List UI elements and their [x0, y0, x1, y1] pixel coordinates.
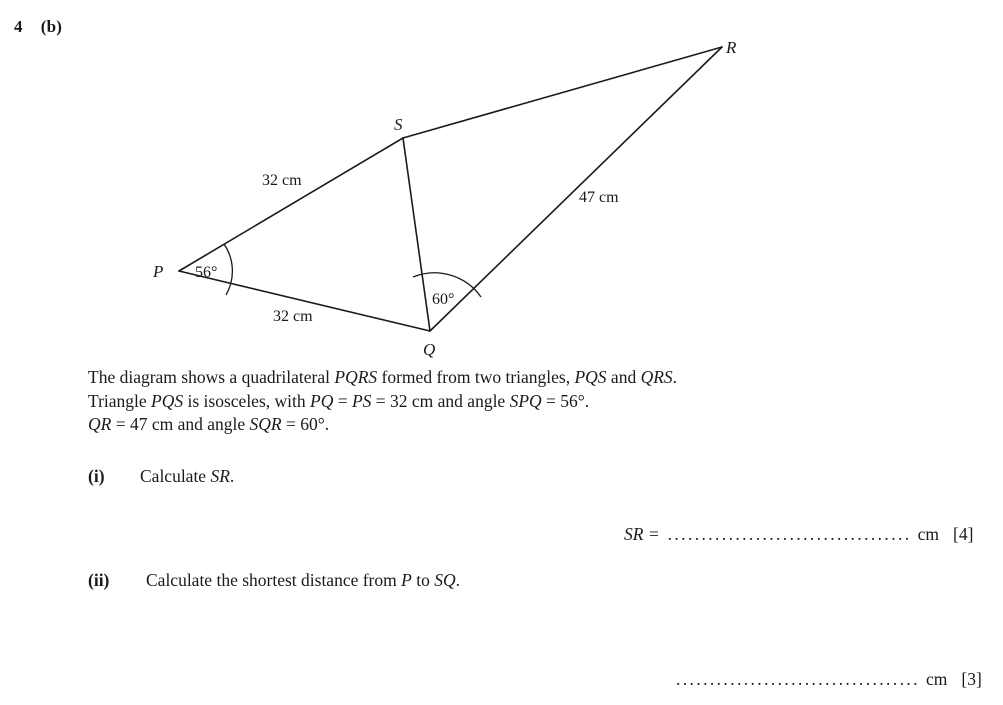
answer-line-i: SR =....................................… [624, 524, 973, 545]
desc-text: Triangle [88, 390, 152, 411]
answer-i-dotted-field[interactable]: ........................................… [667, 524, 911, 544]
vertex-label-P: P [152, 262, 163, 281]
math-var-pqs: PQS [574, 367, 607, 387]
math-var-ps: PS [351, 390, 372, 411]
description-line-3: QR = 47 cm and angle SQR = 60°. [88, 413, 948, 437]
answer-ii-unit: cm [926, 669, 948, 689]
angle-label-SPQ: 56° [195, 264, 217, 281]
angle-arc-SQR [412, 272, 482, 298]
problem-description: The diagram shows a quadrilateral PQRS f… [88, 366, 948, 437]
math-var-sqr: SQR [249, 414, 282, 434]
question-part-label: (b) [40, 17, 63, 36]
angle-arc-SPQ [223, 243, 233, 296]
vertex-label-S: S [394, 115, 403, 134]
subpart-ii-text-end: . [455, 570, 460, 590]
edge-RQ [429, 46, 723, 332]
desc-text: = [333, 390, 352, 411]
answer-i-prefix: SR = [624, 524, 660, 544]
desc-text: = 60°. [281, 414, 330, 434]
answer-line-ii: ........................................… [676, 669, 982, 690]
desc-text: = 32 cm and angle [371, 390, 510, 411]
subpart-ii: (ii) Calculate the shortest distance from… [88, 568, 460, 592]
vertex-label-Q: Q [423, 340, 435, 359]
measure-label-PQ: 32 cm [273, 308, 313, 325]
answer-i-unit: cm [917, 524, 940, 544]
diagram-svg-canvas: P S R Q 32 cm 32 cm 47 cm 56° 60° [152, 38, 737, 359]
measure-label-PS: 32 cm [262, 172, 302, 189]
subpart-i: (i) Calculate SR. [88, 464, 234, 488]
subpart-i-marker: (i) [88, 466, 105, 486]
question-header: 4 (b) [14, 17, 62, 37]
math-var-sr: SR [210, 466, 230, 486]
subpart-ii-marker: (ii) [88, 570, 110, 590]
math-var-qrs: QRS [640, 367, 673, 387]
measure-label-QR: 47 cm [579, 189, 619, 206]
angle-label-SQR: 60° [432, 291, 454, 308]
desc-text: = 47 cm and angle [111, 414, 250, 434]
vertex-label-R: R [725, 38, 737, 57]
math-var-pqrs: PQRS [334, 367, 378, 387]
description-line-1: The diagram shows a quadrilateral PQRS f… [88, 366, 948, 390]
desc-text: . [672, 367, 678, 387]
math-var-p: P [401, 570, 412, 590]
answer-ii-dotted-field[interactable]: ........................................… [676, 669, 919, 689]
subpart-ii-text: Calculate the shortest distance from [146, 570, 402, 590]
subpart-ii-text-mid: to [411, 570, 435, 590]
question-number: 4 [14, 17, 23, 36]
subpart-i-text-end: . [229, 466, 235, 486]
edge-QP [178, 270, 431, 332]
answer-ii-marks: [3] [961, 669, 982, 689]
math-var-spq: SPQ [509, 390, 542, 411]
desc-text: is isosceles, with [183, 390, 310, 411]
quadrilateral-pqrs-diagram: P S R Q 32 cm 32 cm 47 cm 56° 60° [40, 16, 1003, 371]
edge-PS [178, 137, 404, 272]
math-var-sq: SQ [434, 570, 456, 590]
desc-text: formed from two triangles, [377, 367, 575, 387]
desc-text: and [606, 367, 641, 387]
edge-SR [402, 46, 723, 139]
desc-text: = 56°. [541, 390, 590, 411]
subpart-i-text: Calculate [140, 466, 211, 486]
edge-SQ [402, 137, 431, 332]
math-var-qr: QR [88, 414, 112, 434]
math-var-pq: PQ [310, 390, 334, 411]
desc-text: The diagram shows a quadrilateral [88, 367, 335, 387]
description-line-2: Triangle PQS is isosceles, with PQ = PS … [88, 390, 948, 414]
answer-i-marks: [4] [953, 524, 974, 544]
math-var-pqs: PQS [151, 390, 184, 411]
